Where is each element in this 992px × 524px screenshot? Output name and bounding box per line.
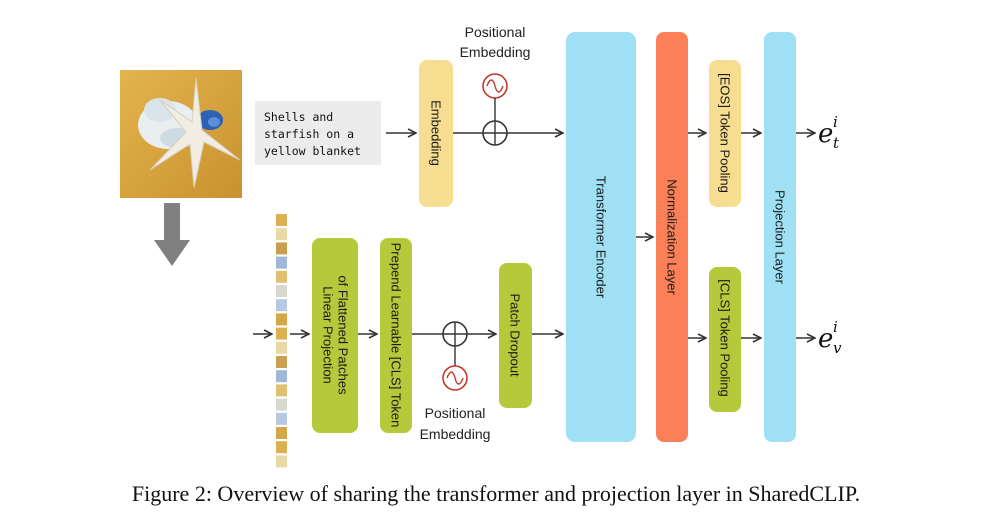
image-patches-grid <box>120 272 257 415</box>
pe-top-label-1: Positional <box>465 24 526 40</box>
flattened-patch <box>276 285 287 297</box>
projection-layer-label: Projection Layer <box>773 190 788 285</box>
pe-bottom-label-2: Embedding <box>420 426 491 442</box>
linear-projection-label-2: of Flattened Patches <box>336 275 351 395</box>
image-patch <box>120 272 242 400</box>
image-patch <box>130 272 252 400</box>
flattened-patch <box>276 341 287 354</box>
flattened-patch <box>276 327 287 340</box>
image-patch <box>130 277 252 405</box>
image-patch <box>120 277 242 405</box>
image-patch <box>130 287 252 415</box>
figure-caption: Figure 2: Overview of sharing the transf… <box>131 481 861 506</box>
image-patch <box>125 282 247 410</box>
normalization-layer-label: Normalization Layer <box>665 179 680 295</box>
image-embedding-output: e i v <box>818 318 842 357</box>
flattened-patch <box>276 228 287 241</box>
flattened-patch <box>276 313 287 326</box>
flattened-patches-strip <box>276 214 287 468</box>
image-patch <box>135 272 257 400</box>
patch-dropout-block: Patch Dropout <box>499 263 532 408</box>
image-out-base: e <box>818 324 833 354</box>
flattened-patch <box>276 242 287 255</box>
image-patch <box>125 277 247 405</box>
input-image <box>120 70 242 198</box>
text-input-line-2: starfish on a <box>264 127 354 141</box>
embedding-block: Embedding <box>419 60 453 207</box>
image-patch <box>135 282 257 410</box>
image-patch <box>120 282 242 410</box>
prepend-cls-label: Prepend Learnable [CLS] Token <box>389 243 404 428</box>
text-out-sub: t <box>833 134 840 152</box>
cls-pooling-block: [CLS] Token Pooling <box>709 267 741 412</box>
image-patch <box>135 277 257 405</box>
text-input-line-1: Shells and <box>264 110 333 124</box>
flattened-patch <box>276 455 287 468</box>
text-out-sup: i <box>833 113 838 131</box>
projection-layer-block: Projection Layer <box>764 32 796 442</box>
text-out-base: e <box>818 119 833 149</box>
flattened-patch <box>276 270 287 283</box>
split-arrow <box>154 203 190 266</box>
transformer-encoder-label: Transformer Encoder <box>594 176 609 299</box>
image-patch <box>120 287 242 415</box>
flattened-patch <box>276 441 287 454</box>
flattened-patch <box>276 427 287 439</box>
image-patch <box>125 287 247 415</box>
flattened-patch <box>276 214 287 226</box>
text-input: Shells and starfish on a yellow blanket <box>255 101 381 165</box>
image-patch <box>135 287 257 415</box>
pe-bottom-label-1: Positional <box>425 405 486 421</box>
flattened-patch <box>276 299 287 312</box>
positional-embedding-top: Positional Embedding <box>460 24 531 146</box>
embedding-label: Embedding <box>429 100 444 166</box>
eos-pooling-block: [EOS] Token Pooling <box>709 60 741 207</box>
pe-top-label-2: Embedding <box>460 44 531 60</box>
flattened-patch <box>276 356 287 368</box>
image-patch <box>125 272 247 400</box>
text-input-line-3: yellow blanket <box>264 144 361 158</box>
linear-projection-block: Linear Projection of Flattened Patches <box>312 238 358 433</box>
eos-pooling-label: [EOS] Token Pooling <box>718 73 733 193</box>
flattened-patch <box>276 256 287 269</box>
flattened-patch <box>276 370 287 383</box>
positional-embedding-bottom: Positional Embedding <box>420 321 491 442</box>
flattened-patch <box>276 398 287 411</box>
transformer-encoder-block: Transformer Encoder <box>566 32 636 442</box>
image-patch <box>130 282 252 410</box>
cls-pooling-label: [CLS] Token Pooling <box>718 279 733 397</box>
image-out-sup: i <box>833 318 838 336</box>
text-embedding-output: e i t <box>818 113 840 152</box>
image-out-sub: v <box>833 339 842 357</box>
normalization-layer-block: Normalization Layer <box>656 32 688 442</box>
linear-projection-label-1: Linear Projection <box>321 286 336 384</box>
flattened-patch <box>276 412 287 425</box>
flattened-patch <box>276 384 287 397</box>
prepend-cls-block: Prepend Learnable [CLS] Token <box>380 238 412 433</box>
patch-dropout-label: Patch Dropout <box>508 293 523 376</box>
